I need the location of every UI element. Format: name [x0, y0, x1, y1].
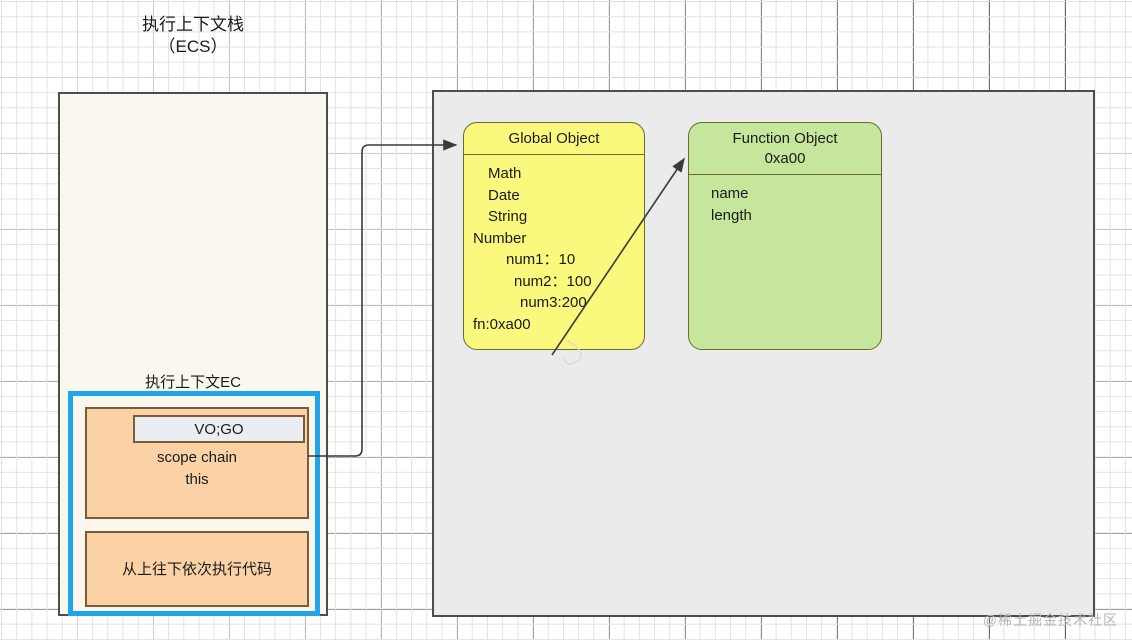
code-execution-box: 从上往下依次执行代码 — [85, 531, 309, 607]
global-object-row: num1：10 — [506, 251, 576, 268]
vo-scope-this-box: VO;GO scope chain this — [85, 407, 309, 519]
global-object-row: fn:0xa00 — [473, 315, 531, 333]
scope-chain-label: scope chain — [156, 449, 238, 466]
function-object-row: length — [711, 206, 752, 224]
global-object-row: num2：100 — [514, 272, 592, 290]
function-object-body: name length — [689, 175, 881, 226]
function-object-card: Function Object 0xa00 name length — [688, 122, 882, 350]
page-title: 执行上下文栈 （ECS） — [142, 15, 244, 56]
global-object-body: Math Date String Number num1：10 num2：100… — [464, 155, 644, 335]
global-object-card: Global Object Math Date String Number nu… — [463, 122, 645, 350]
execution-context-label: 执行上下文EC — [145, 374, 241, 391]
global-object-row: String — [488, 208, 528, 225]
function-object-header: Function Object 0xa00 — [689, 123, 881, 175]
function-object-row: name — [711, 185, 749, 202]
vogo-field: VO;GO — [133, 415, 305, 443]
this-label: this — [185, 471, 209, 488]
global-object-row: Number — [473, 229, 527, 247]
global-object-row: Date — [488, 186, 520, 204]
global-object-row: Math — [488, 165, 522, 182]
global-object-row: num3:200 — [520, 294, 587, 311]
watermark: @稀土掘金技术社区 — [982, 612, 1118, 628]
execution-context-box: VO;GO scope chain this 从上往下依次执行代码 — [68, 391, 320, 616]
global-object-header: Global Object — [464, 123, 644, 155]
